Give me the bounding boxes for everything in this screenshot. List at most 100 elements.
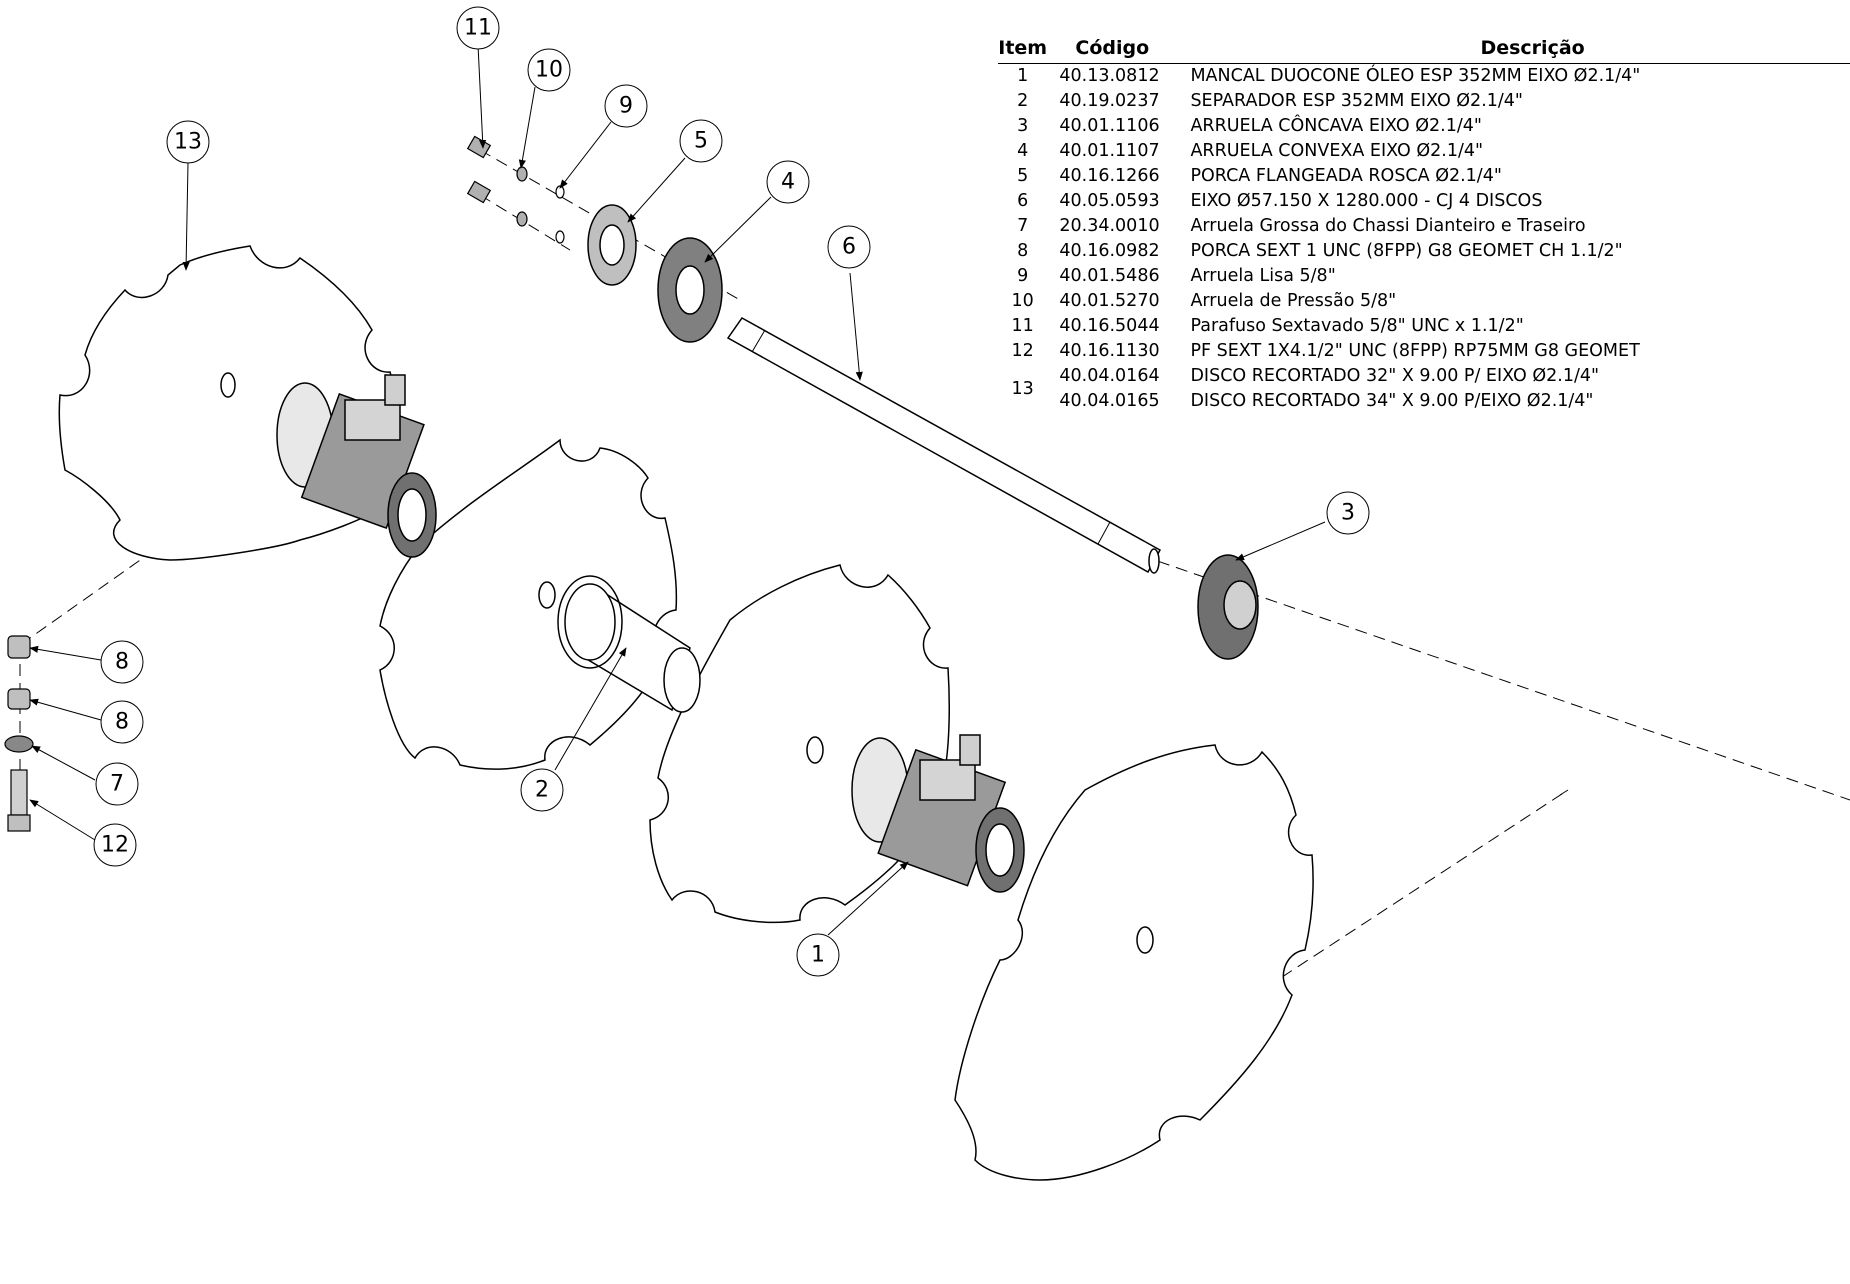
callout-label-9: 9 (619, 94, 633, 119)
bill-of-materials: Item Código Descrição 1 40.13.0812 MANCA… (998, 37, 1850, 414)
row-code: 40.16.1266 (1059, 166, 1160, 186)
bom-table: Item Código Descrição 1 40.13.0812 MANCA… (998, 37, 1850, 414)
row-description: PF SEXT 1X4.1/2" UNC (8FPP) RP75MM G8 GE… (1190, 341, 1640, 361)
callout-circle-11 (456, 6, 500, 50)
callout-label-2: 2 (535, 778, 549, 803)
table-row: 6 40.05.0593 EIXO Ø57.150 X 1280.000 - C… (998, 189, 1850, 214)
callout-circle-7 (95, 762, 139, 806)
row-code: 40.01.1106 (1059, 116, 1160, 136)
convex-washer-4 (657, 237, 723, 343)
row-description: MANCAL DUOCONE ÓLEO ESP 352MM EIXO Ø2.1/… (1190, 66, 1641, 86)
disc-bottom-right (954, 744, 1314, 1181)
disc-middle (379, 438, 678, 770)
row-description: ARRUELA CONVEXA EIXO Ø2.1/4" (1190, 141, 1484, 161)
table-row: 4 40.01.1107 ARRUELA CONVEXA EIXO Ø2.1/4… (998, 139, 1850, 164)
row-description: PORCA FLANGEADA ROSCA Ø2.1/4" (1190, 166, 1502, 186)
row-item: 2 (1017, 91, 1029, 111)
callout-circle-3 (1326, 491, 1370, 535)
callout-balloons (93, 6, 1370, 977)
callout-label-8b: 8 (115, 710, 129, 735)
row-item: 12 (1011, 341, 1034, 361)
header-item: Item (998, 37, 1048, 64)
callout-circle-5 (679, 119, 723, 163)
bolts-washers-9-10-11 (466, 135, 565, 244)
callout-circle-8a (100, 640, 144, 684)
row-description: Arruela de Pressão 5/8" (1190, 291, 1397, 311)
callout-label-1: 1 (811, 943, 825, 968)
disc-right-middle (649, 564, 950, 924)
callout-label-13: 13 (174, 130, 202, 155)
axle (726, 317, 1162, 574)
row-description: DISCO RECORTADO 34" X 9.00 P/EIXO Ø2.1/4… (1190, 391, 1594, 411)
callout-circle-2 (520, 768, 564, 812)
callout-label-6: 6 (842, 235, 856, 260)
row-item: 6 (1017, 191, 1029, 211)
row-item: 8 (1017, 241, 1029, 261)
callout-label-3: 3 (1341, 501, 1355, 526)
callout-label-4: 4 (781, 170, 795, 195)
header-code: Código (1047, 37, 1181, 64)
table-row: 7 20.34.0010 Arruela Grossa do Chassi Di… (998, 214, 1850, 239)
row-description: Parafuso Sextavado 5/8" UNC x 1.1/2" (1190, 316, 1524, 336)
row-item: 9 (1017, 266, 1029, 286)
callout-circle-4 (766, 160, 810, 204)
row-description: EIXO Ø57.150 X 1280.000 - CJ 4 DISCOS (1190, 191, 1543, 211)
row-item: 10 (1011, 291, 1034, 311)
table-row: 3 40.01.1106 ARRUELA CÔNCAVA EIXO Ø2.1/4… (998, 114, 1850, 139)
bearing-bottom (851, 734, 1025, 893)
row-code: 40.01.1107 (1059, 141, 1160, 161)
callout-label-5: 5 (694, 129, 708, 154)
table-row: 10 40.01.5270 Arruela de Pressão 5/8" (998, 289, 1850, 314)
callout-circle-6 (827, 225, 871, 269)
table-row: 12 40.16.1130 PF SEXT 1X4.1/2" UNC (8FPP… (998, 339, 1850, 364)
row-code: 40.05.0593 (1059, 191, 1160, 211)
callout-circle-9 (604, 84, 648, 128)
callout-circle-10 (527, 48, 571, 92)
callout-label-7: 7 (110, 772, 124, 797)
callout-labels: 13 11 10 9 5 4 6 3 2 1 8 8 7 12 (101, 16, 1355, 968)
row-item: 7 (1017, 216, 1029, 236)
row-code: 40.16.5044 (1059, 316, 1160, 336)
bearing-top (276, 374, 437, 558)
row-description: DISCO RECORTADO 32" X 9.00 P/ EIXO Ø2.1/… (1190, 366, 1600, 386)
row-code: 40.16.0982 (1059, 241, 1160, 261)
table-row: 9 40.01.5486 Arruela Lisa 5/8" (998, 264, 1850, 289)
callout-circle-8b (100, 700, 144, 744)
row-description: Arruela Grossa do Chassi Dianteiro e Tra… (1190, 216, 1586, 236)
row-description: Arruela Lisa 5/8" (1190, 266, 1336, 286)
callout-circle-1 (796, 933, 840, 977)
row-item: 13 (1011, 378, 1034, 399)
row-description: SEPARADOR ESP 352MM EIXO Ø2.1/4" (1190, 91, 1523, 111)
flanged-nut-5 (587, 204, 637, 286)
row-item: 1 (1017, 66, 1029, 86)
table-row: 8 40.16.0982 PORCA SEXT 1 UNC (8FPP) G8 … (998, 239, 1850, 264)
table-row: 1 40.13.0812 MANCAL DUOCONE ÓLEO ESP 352… (998, 64, 1850, 90)
callout-circle-13 (166, 120, 210, 164)
table-row: 13 40.04.0164 DISCO RECORTADO 32" X 9.00… (998, 364, 1850, 399)
callout-label-8a: 8 (115, 650, 129, 675)
row-code: 40.01.5270 (1059, 291, 1160, 311)
table-row: 40.04.0165 DISCO RECORTADO 34" X 9.00 P/… (998, 389, 1850, 414)
table-row: 5 40.16.1266 PORCA FLANGEADA ROSCA Ø2.1/… (998, 164, 1850, 189)
header-description: Descrição (1180, 37, 1850, 64)
row-code: 40.13.0812 (1059, 66, 1160, 86)
row-code: 40.04.0165 (1059, 391, 1160, 411)
row-description: ARRUELA CÔNCAVA EIXO Ø2.1/4" (1190, 116, 1482, 136)
spacer-2 (557, 575, 701, 713)
row-code: 40.16.1130 (1059, 341, 1160, 361)
row-item: 11 (1011, 316, 1034, 336)
table-row: 11 40.16.5044 Parafuso Sextavado 5/8" UN… (998, 314, 1850, 339)
row-code: 40.01.5486 (1059, 266, 1160, 286)
callout-label-12: 12 (101, 833, 129, 858)
row-item: 5 (1017, 166, 1029, 186)
bolt-nut-stack (4, 635, 34, 832)
row-code: 40.04.0164 (1059, 366, 1160, 386)
callout-circle-12 (93, 823, 137, 867)
row-item: 4 (1017, 141, 1029, 161)
bom-header-row: Item Código Descrição (998, 37, 1850, 64)
row-code: 40.19.0237 (1059, 91, 1160, 111)
leader-lines (29, 44, 1326, 936)
callout-label-11: 11 (464, 16, 492, 41)
callout-label-10: 10 (535, 58, 563, 83)
